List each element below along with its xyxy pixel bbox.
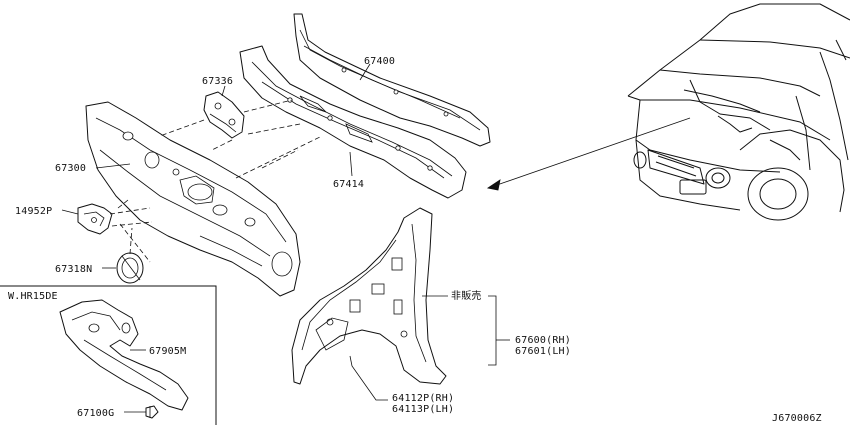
label-67400: 67400 [364, 56, 395, 67]
variant-box-title: W.HR15DE [8, 291, 58, 302]
label-64112p: 64112P(RH) [392, 393, 454, 404]
cowl-top-upper-part[interactable] [293, 13, 491, 147]
label-67600: 67600(RH) [515, 335, 571, 346]
label-67100g: 67100G [77, 408, 114, 419]
side-panel-part[interactable] [291, 207, 447, 385]
bracket-part[interactable] [203, 91, 245, 139]
assembly-dashed-lines [109, 99, 323, 263]
cowl-top-lower-part[interactable] [239, 45, 467, 199]
vehicle-illustration [627, 3, 850, 221]
label-67905m: 67905M [149, 346, 186, 357]
leader-lines [61, 63, 510, 413]
label-67318n: 67318N [55, 264, 92, 275]
dash-panel-part[interactable] [85, 101, 301, 297]
variant-box [0, 285, 217, 425]
label-64113p: 64113P(LH) [392, 404, 454, 415]
pointer-arrow [486, 117, 691, 191]
label-67414: 67414 [333, 179, 364, 190]
insulator-part[interactable] [59, 299, 189, 411]
diagram-code: J670006Z [772, 413, 822, 424]
clip-part[interactable] [145, 405, 159, 419]
label-67601: 67601(LH) [515, 346, 571, 357]
bracket-14952p-part[interactable] [77, 203, 113, 235]
label-hiseihin: 非販売 [451, 289, 482, 302]
label-14952p: 14952P [15, 206, 52, 217]
label-67336: 67336 [202, 76, 233, 87]
grommet-part[interactable] [116, 252, 144, 284]
label-67300: 67300 [55, 163, 86, 174]
